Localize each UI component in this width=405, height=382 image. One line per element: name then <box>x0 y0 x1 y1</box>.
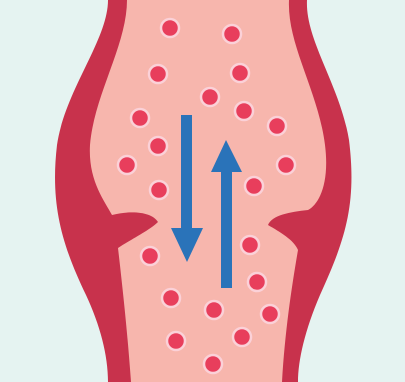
particle-22 <box>204 355 222 373</box>
particle-2 <box>223 25 241 43</box>
particle-17 <box>162 289 180 307</box>
particle-4 <box>231 64 249 82</box>
particle-7 <box>131 109 149 127</box>
particle-20 <box>167 332 185 350</box>
particle-15 <box>141 247 159 265</box>
particle-9 <box>268 117 286 135</box>
particle-19 <box>261 305 279 323</box>
particle-11 <box>277 156 295 174</box>
particle-1 <box>161 19 179 37</box>
particle-14 <box>241 236 259 254</box>
particle-16 <box>248 273 266 291</box>
particle-21 <box>233 328 251 346</box>
particle-10 <box>118 156 136 174</box>
particle-13 <box>245 177 263 195</box>
particle-6 <box>235 102 253 120</box>
particle-18 <box>205 301 223 319</box>
particle-5 <box>201 88 219 106</box>
particle-8 <box>149 137 167 155</box>
particle-12 <box>150 181 168 199</box>
particle-3 <box>149 65 167 83</box>
